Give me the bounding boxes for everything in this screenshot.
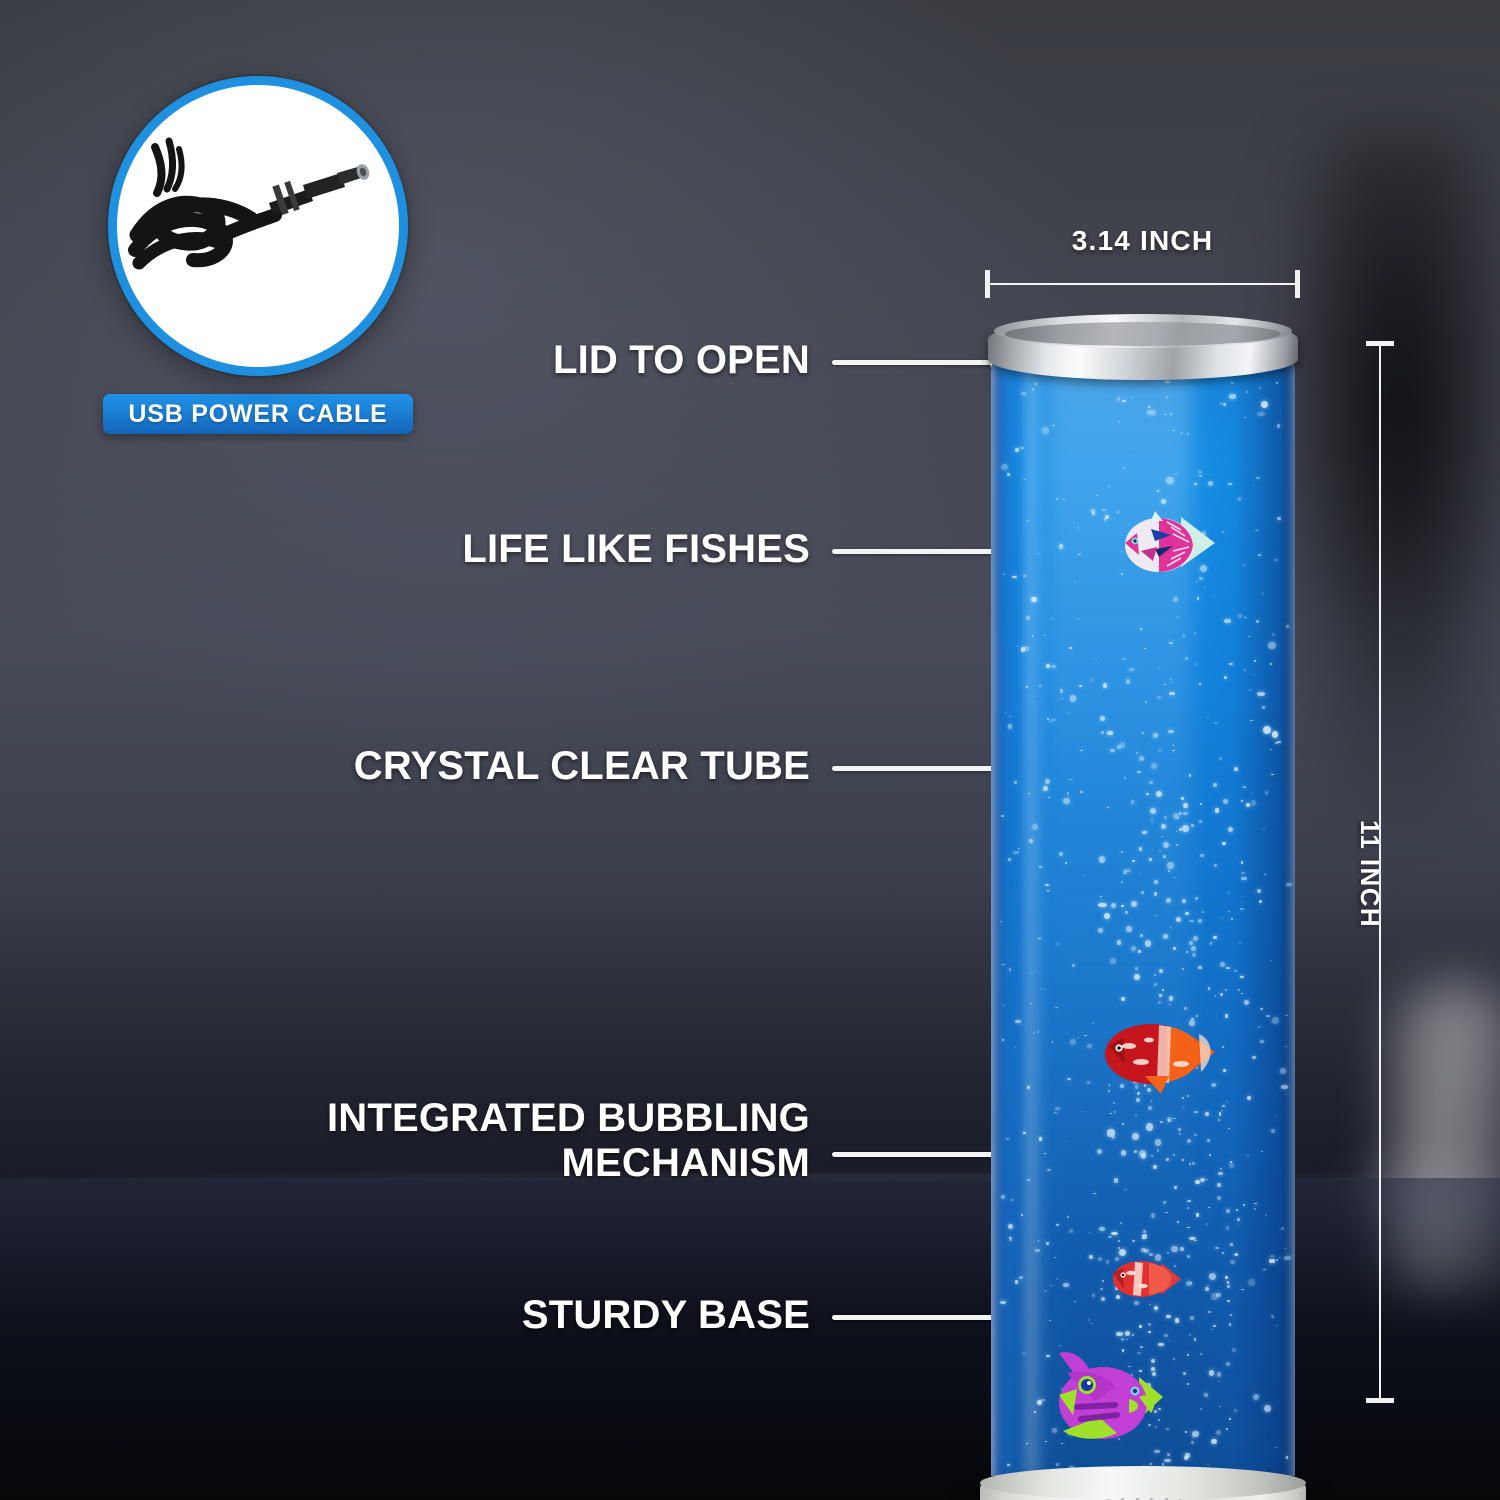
usb-power-cable-callout: USB POWER CABLE — [98, 76, 418, 434]
width-dimension-rule — [985, 270, 1300, 298]
tube-glass-left-edge — [991, 358, 1005, 1476]
callout-lid-to-open: LID TO OPEN — [300, 338, 810, 383]
callout-label-fishes: LIFE LIKE FISHES — [462, 527, 810, 571]
background-shadow-blur — [1270, 130, 1500, 830]
lid-inner-ring — [1005, 322, 1281, 346]
callout-crystal-clear-tube: CRYSTAL CLEAR TUBE — [240, 744, 810, 789]
crystal-clear-tube — [991, 358, 1295, 1476]
callout-integrated-bubbling-mechanism: INTEGRATED BUBBLING MECHANISM — [200, 1096, 810, 1186]
callout-life-like-fishes: LIFE LIKE FISHES — [300, 527, 810, 572]
base-top-rim — [980, 1466, 1306, 1500]
usb-cable-photo-circle — [108, 76, 408, 376]
usb-power-cable-icon — [128, 137, 370, 270]
table-edge-line — [0, 1175, 1500, 1178]
callout-sturdy-base: STURDY BASE — [320, 1293, 810, 1338]
callout-label-base: STURDY BASE — [521, 1293, 810, 1337]
red-orange-clownfish — [1105, 1024, 1215, 1094]
purple-tang-fish — [1059, 1352, 1163, 1439]
callout-label-lid: LID TO OPEN — [552, 338, 810, 382]
bubble-field — [991, 358, 1295, 1476]
pink-white-angelfish — [1125, 511, 1215, 572]
height-dimension-label: 11 INCH — [1355, 820, 1385, 929]
fish-lamp-product — [975, 314, 1310, 1500]
height-dimension-rule — [1366, 341, 1394, 1403]
leader-line-bubbling — [832, 1152, 1132, 1157]
usb-power-cable-badge-text: USB POWER CABLE — [128, 399, 388, 428]
leader-line-fishes — [832, 549, 1137, 554]
width-dimension-label: 3.14 INCH — [1071, 225, 1214, 256]
base-vent-ribs — [980, 1488, 1306, 1500]
tube-highlight — [1025, 358, 1047, 1476]
usb-power-cable-badge: USB POWER CABLE — [103, 394, 413, 434]
tube-glass-right-edge — [1283, 358, 1295, 1476]
leader-line-tube — [832, 766, 1004, 771]
sturdy-base — [980, 1466, 1306, 1500]
leader-line-base — [832, 1315, 1028, 1320]
callout-label-bubbling: INTEGRATED BUBBLING MECHANISM — [326, 1096, 810, 1185]
leader-line-lid — [832, 360, 997, 365]
callout-label-tube: CRYSTAL CLEAR TUBE — [353, 744, 810, 788]
small-red-fish — [1113, 1261, 1181, 1297]
